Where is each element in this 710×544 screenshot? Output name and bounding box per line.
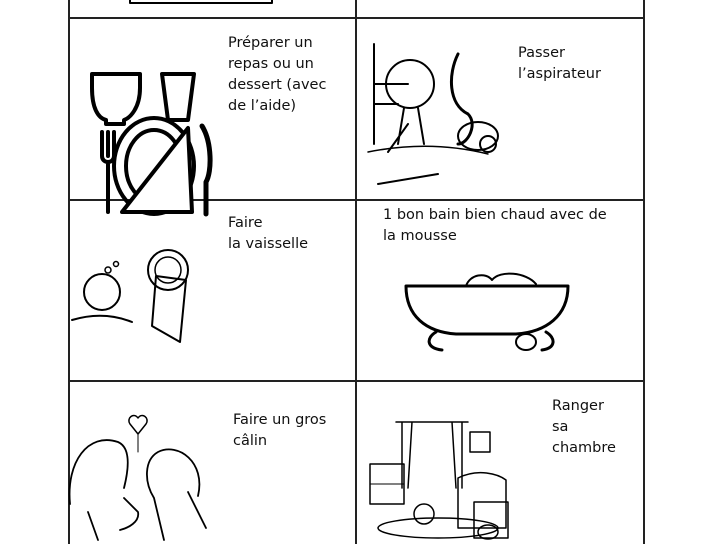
grid-line-middle — [355, 0, 357, 544]
dishwashing-icon — [71, 249, 189, 343]
partial-image-icon — [129, 0, 273, 4]
vacuum-cleaner-icon — [367, 43, 499, 185]
hug-icon — [68, 414, 207, 541]
grid-line-row2 — [68, 199, 645, 201]
bedroom-icon — [369, 421, 509, 540]
card-label: Préparer un repas ou un dessert (avec de… — [228, 35, 327, 114]
card-label: Passer l’aspirateur — [518, 45, 601, 82]
card-label: Faire la vaisselle — [228, 215, 309, 252]
grid-line-left — [68, 0, 70, 544]
card-label: Faire un gros câlin — [233, 412, 327, 449]
grid-line-row1 — [68, 17, 645, 19]
table-setting-icon — [90, 72, 213, 217]
bathtub-icon — [404, 272, 570, 352]
card-label: 1 bon bain bien chaud avec de la mousse — [383, 207, 607, 244]
card-label: Ranger sa chambre — [552, 398, 616, 456]
grid-line-row3 — [68, 380, 645, 382]
grid-line-right — [643, 0, 645, 544]
